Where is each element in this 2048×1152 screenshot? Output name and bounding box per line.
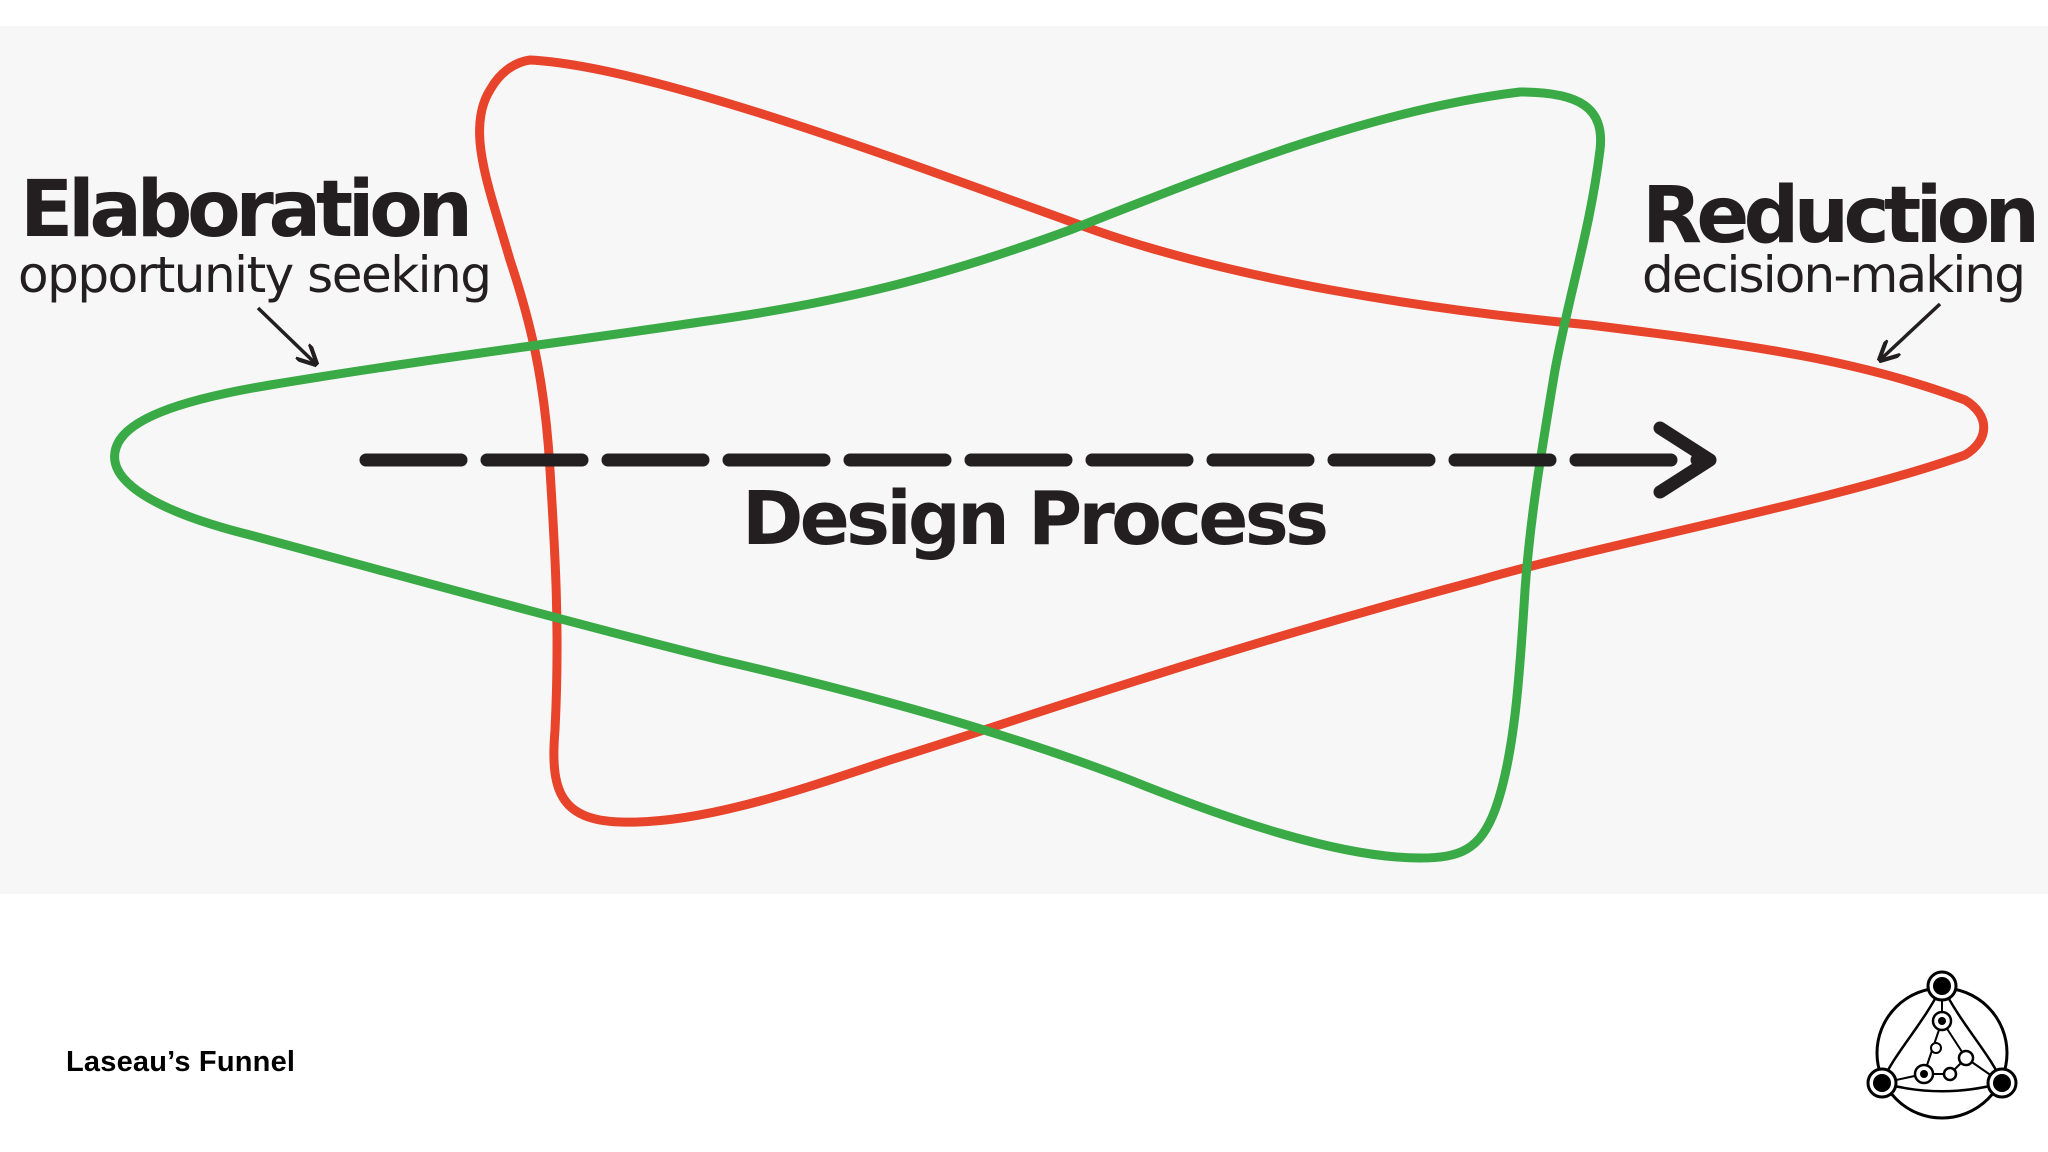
reduction-title: Reduction	[1642, 171, 2037, 261]
elaboration-title: Elaboration	[20, 165, 470, 255]
elaboration-pointer-arrow	[256, 306, 316, 364]
design-process-label: Design Process	[742, 476, 1327, 562]
slide-caption: Laseau’s Funnel	[66, 1046, 296, 1078]
elaboration-loop	[110, 87, 1606, 863]
process-arrow-head	[1653, 421, 1717, 499]
reduction-subtitle: decision-making	[1642, 246, 2024, 304]
elaboration-subtitle: opportunity seeking	[18, 246, 490, 304]
reduction-pointer-arrow	[1880, 302, 1942, 360]
reduction-loop	[475, 55, 1989, 827]
network-circle-logo-icon	[1866, 970, 2018, 1120]
